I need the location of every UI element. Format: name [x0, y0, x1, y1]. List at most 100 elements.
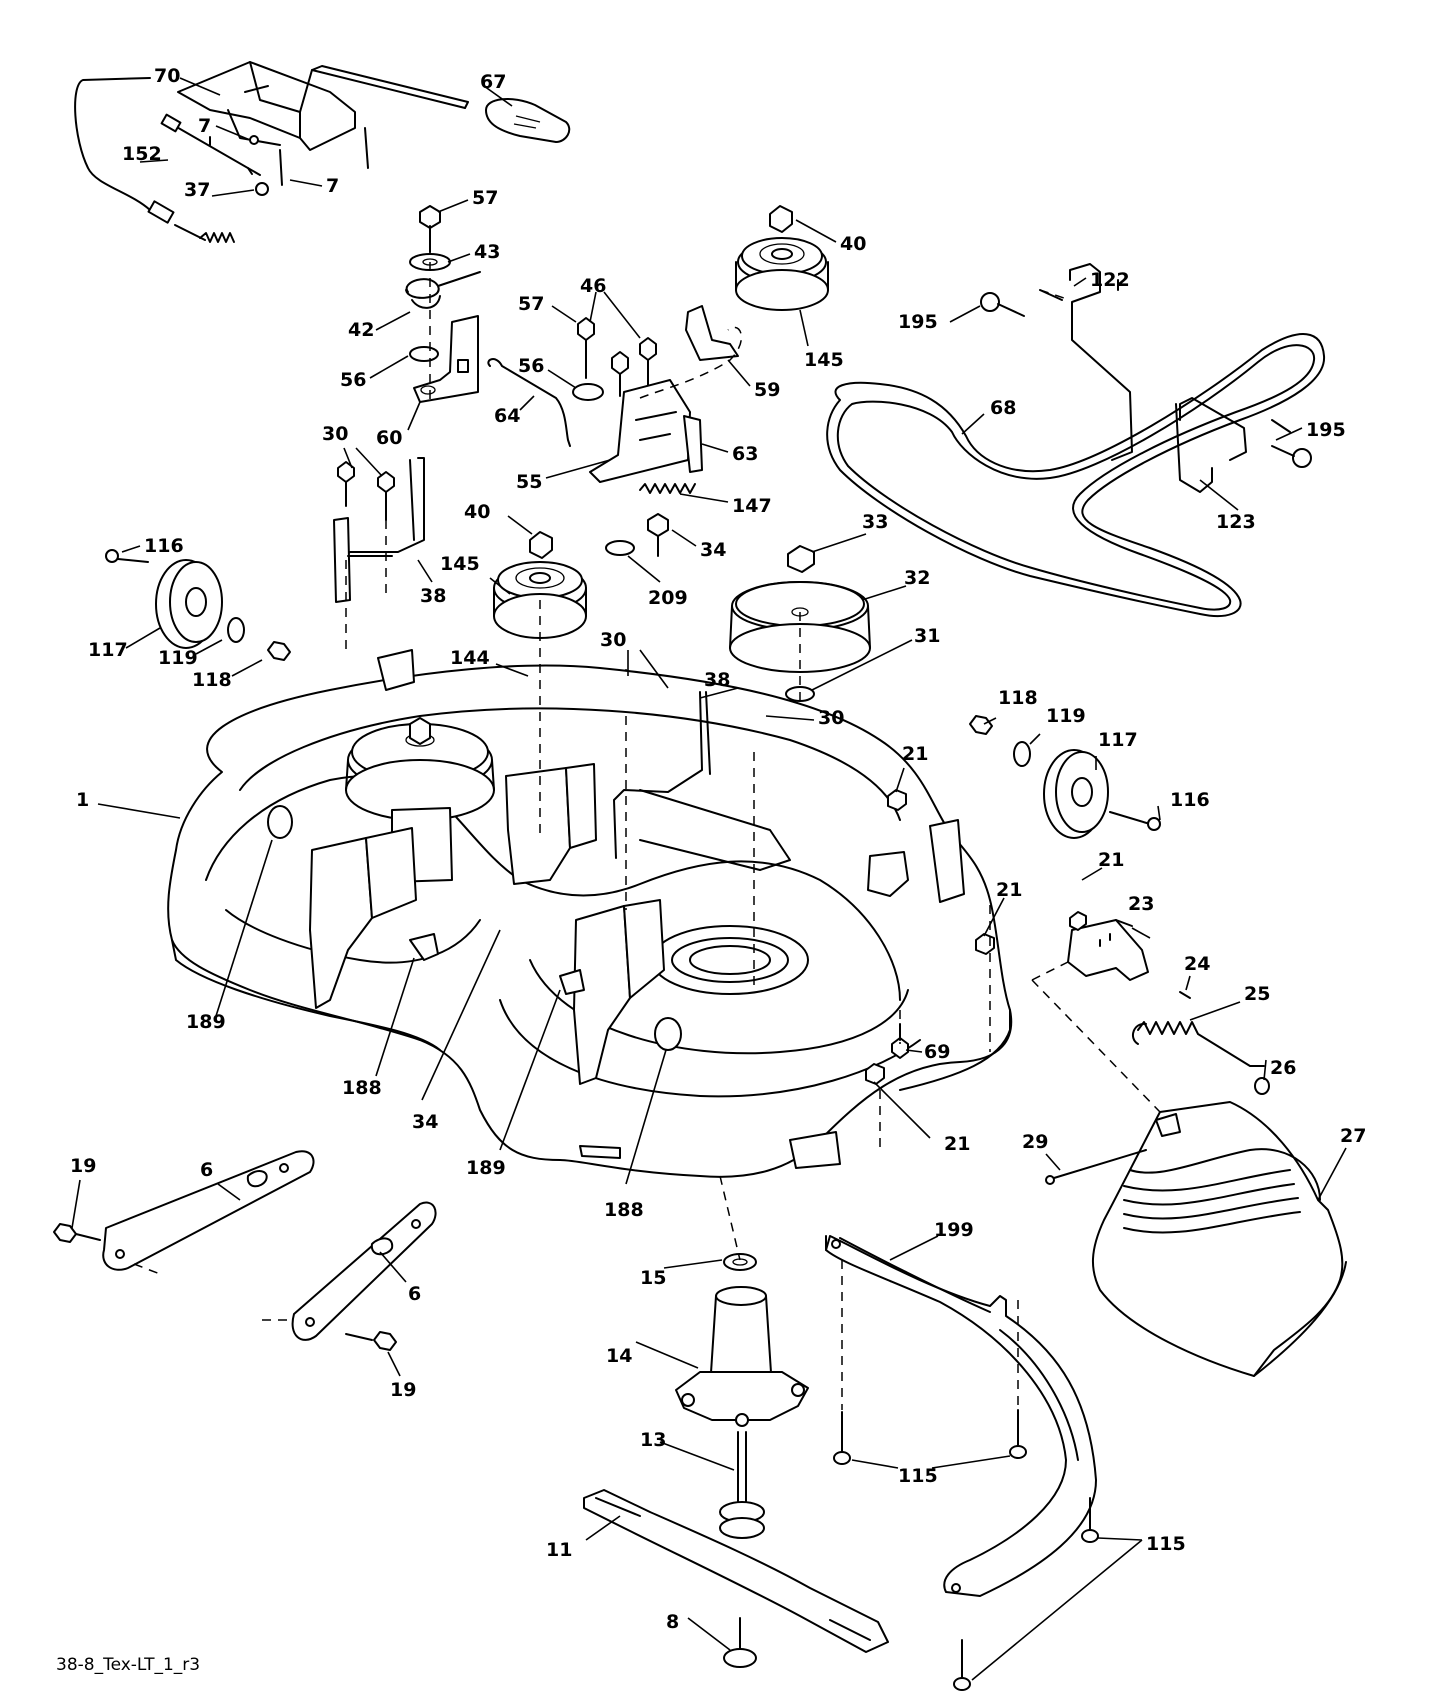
callout-38: 38 [420, 585, 446, 607]
callout-6: 6 [408, 1283, 421, 1305]
part-deflector [825, 1235, 1099, 1691]
callout-15: 15 [640, 1267, 666, 1289]
callout-69: 69 [924, 1041, 950, 1063]
callout-19: 19 [70, 1155, 96, 1177]
part-link-rod [487, 358, 571, 447]
part-bracket-59 [685, 305, 739, 361]
callout-34: 34 [700, 539, 726, 561]
callout-59: 59 [754, 379, 780, 401]
callout-24: 24 [1184, 953, 1210, 975]
callout-145: 145 [804, 349, 844, 371]
callout-55: 55 [516, 471, 542, 493]
part-drive-belt [826, 333, 1326, 618]
part-spindle [675, 1253, 809, 1539]
callout-117: 117 [88, 639, 128, 661]
callout-122: 122 [1090, 269, 1130, 291]
part-belt-guides [1039, 263, 1291, 493]
callout-195: 195 [1306, 419, 1346, 441]
callout-199: 199 [934, 1219, 974, 1241]
part-bracket-rod-left [333, 457, 425, 603]
callout-195: 195 [898, 311, 938, 333]
callout-147: 147 [732, 495, 772, 517]
callout-118: 118 [192, 669, 232, 691]
part-cable [74, 77, 261, 243]
callout-115: 115 [898, 1465, 938, 1487]
callout-30: 30 [322, 423, 348, 445]
callout-67: 67 [480, 71, 506, 93]
callout-30: 30 [818, 707, 844, 729]
callout-116: 116 [144, 535, 184, 557]
part-lift-lever-bracket [177, 61, 469, 151]
callout-21: 21 [944, 1133, 970, 1155]
callout-189: 189 [186, 1011, 226, 1033]
callout-188: 188 [342, 1077, 382, 1099]
callout-26: 26 [1270, 1057, 1296, 1079]
alignment-lines [133, 230, 1161, 1410]
callout-40: 40 [464, 501, 490, 523]
callout-29: 29 [1022, 1131, 1048, 1153]
callout-116: 116 [1170, 789, 1210, 811]
callout-25: 25 [1244, 983, 1270, 1005]
drawing-reference: 38-8_Tex-LT_1_r3 [56, 1655, 200, 1675]
callout-119: 119 [1046, 705, 1086, 727]
callout-46: 46 [580, 275, 606, 297]
callout-63: 63 [732, 443, 758, 465]
callout-33: 33 [862, 511, 888, 533]
part-mower-deck [167, 649, 1013, 1178]
callout-27: 27 [1340, 1125, 1366, 1147]
part-idler-pulley-upper [735, 205, 829, 311]
callout-189: 189 [466, 1157, 506, 1179]
part-idler-arm [589, 379, 703, 557]
callout-23: 23 [1128, 893, 1154, 915]
callout-43: 43 [474, 241, 500, 263]
callout-123: 123 [1216, 511, 1256, 533]
leader-lines [71, 77, 1347, 1681]
part-bolt-7 [249, 135, 259, 145]
callout-56: 56 [518, 355, 544, 377]
callout-60: 60 [376, 427, 402, 449]
callout-117: 117 [1098, 729, 1138, 751]
callout-21: 21 [902, 743, 928, 765]
callout-8: 8 [666, 1611, 679, 1633]
callout-152: 152 [122, 143, 162, 165]
part-knob [485, 98, 571, 143]
callout-30: 30 [600, 629, 626, 651]
callout-7: 7 [326, 175, 339, 197]
callout-144: 144 [450, 647, 490, 669]
callout-21: 21 [996, 879, 1022, 901]
part-wheel-right [969, 715, 1161, 839]
part-discharge-chute [1045, 1077, 1347, 1377]
callout-115: 115 [1146, 1533, 1186, 1555]
callout-11: 11 [546, 1539, 572, 1561]
callout-31: 31 [914, 625, 940, 647]
callout-64: 64 [494, 405, 520, 427]
callout-7: 7 [198, 115, 211, 137]
callout-40: 40 [840, 233, 866, 255]
callout-13: 13 [640, 1429, 666, 1451]
callout-56: 56 [340, 369, 366, 391]
callout-145: 145 [440, 553, 480, 575]
callout-14: 14 [606, 1345, 632, 1367]
callout-57: 57 [518, 293, 544, 315]
callout-32: 32 [904, 567, 930, 589]
callout-19: 19 [390, 1379, 416, 1401]
callout-57: 57 [472, 187, 498, 209]
part-chute-bracket [1067, 911, 1265, 1067]
part-wheel-left [105, 549, 291, 661]
part-screws-195 [980, 292, 1312, 468]
callout-6: 6 [200, 1159, 213, 1181]
callout-37: 37 [184, 179, 210, 201]
part-lift-brackets [53, 1150, 437, 1351]
callout-209: 209 [648, 587, 688, 609]
callout-118: 118 [998, 687, 1038, 709]
callout-1: 1 [76, 789, 89, 811]
part-nut-37 [255, 182, 269, 196]
callout-119: 119 [158, 647, 198, 669]
callout-labels: 70 67 7 152 7 37 57 43 42 56 60 64 46 57… [70, 65, 1366, 1633]
callout-34: 34 [412, 1111, 438, 1133]
callout-21: 21 [1098, 849, 1124, 871]
callout-68: 68 [990, 397, 1016, 419]
callout-188: 188 [604, 1199, 644, 1221]
callout-42: 42 [348, 319, 374, 341]
callout-70: 70 [154, 65, 180, 87]
